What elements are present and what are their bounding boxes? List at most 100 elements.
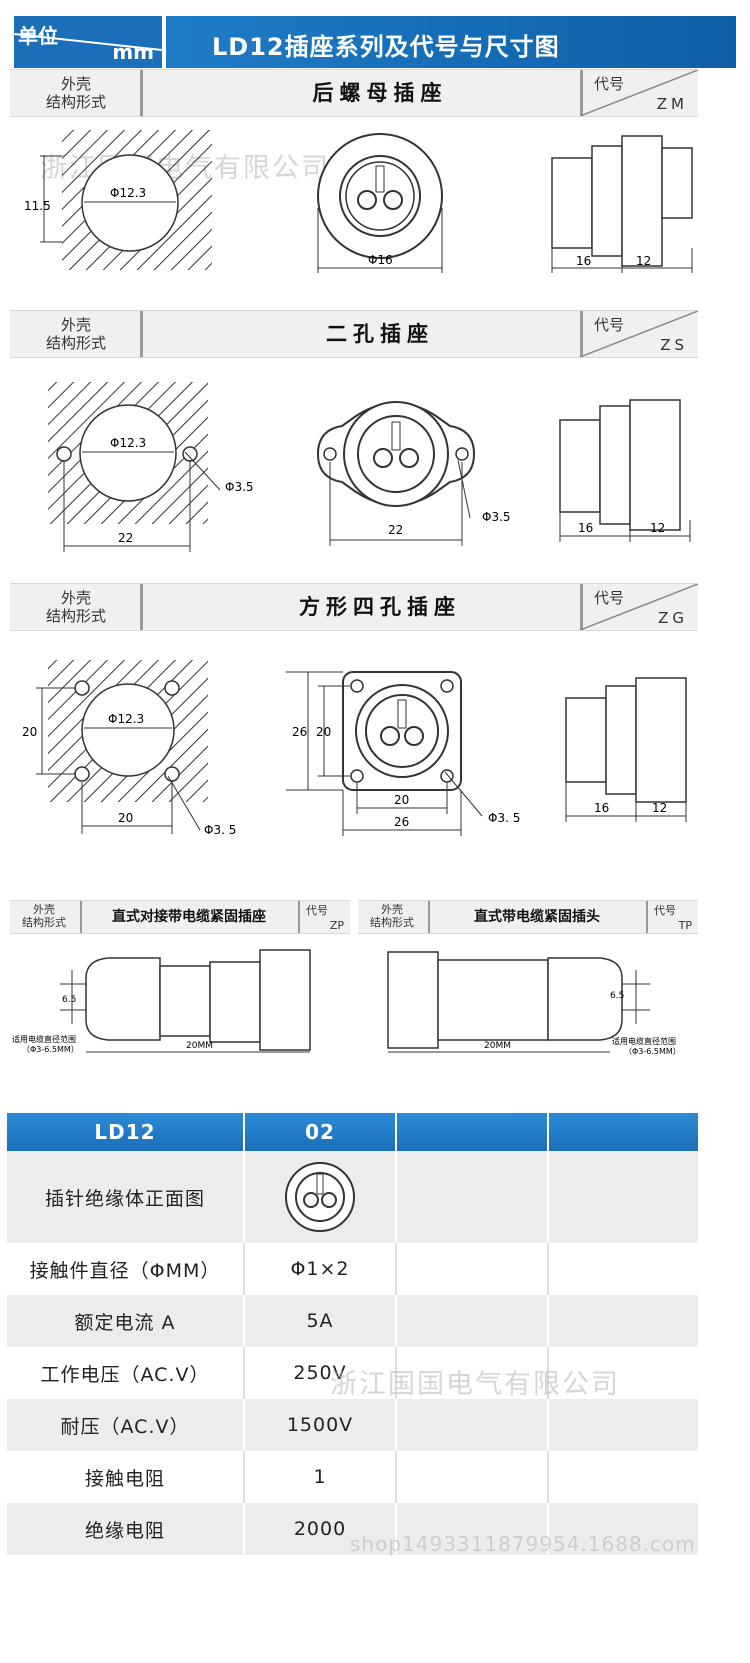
table-row: 接触电阻 1 [7,1451,698,1503]
row-label: 额定电流 A [74,1311,176,1334]
dim-zp-d: 6.5 [62,995,76,1005]
dim-tp-length: 20MM [484,1041,511,1051]
code-box: 代号 ZG [580,584,698,630]
table-row: 绝缘电阻 2000 [7,1503,698,1555]
dim-zs-side-a: 16 [578,521,593,535]
header-cell [549,1113,698,1151]
header-cell [397,1113,547,1151]
row-label: 接触件直径（ΦMM） [29,1259,221,1282]
dim-zg-face-20v: 20 [316,725,331,739]
shell-label: 外壳结构形式 [22,903,66,929]
dim-zp-range-2: （Φ3-6.5MM） [22,1045,79,1054]
dim-zm-cutout: Φ12.3 [110,186,146,200]
code-value: ZS [660,336,688,354]
code-box: 代号 ZS [580,311,698,357]
code-value: TP [678,919,692,932]
dim-tp-range-2: （Φ3-6.5MM） [624,1047,681,1056]
section-header-zp: 外壳结构形式 直式对接带电缆紧固插座 代号 ZP [10,900,350,934]
page-title: LD12插座系列及代号与尺寸图 [212,33,560,61]
code-value: ZG [658,609,688,627]
section-name: 直式带电缆紧固插头 [474,909,600,925]
section-name: 后螺母插座 [312,81,448,105]
row-label: 工作电压（AC.V） [40,1363,210,1386]
divider [580,311,583,357]
shell-label: 外壳结构形式 [45,589,106,625]
code-value: ZP [329,919,344,932]
dim-zg-face-20h: 20 [394,793,409,807]
section-header-zg: 外壳结构形式 方形四孔插座 代号 ZG [10,583,698,631]
dim-zg-cutout: Φ12.3 [108,712,144,726]
dim-zg-span-v: 20 [22,725,37,739]
watermark: 浙江国国电气有限公司 [330,1369,620,1400]
section-name: 方形四孔插座 [299,595,461,619]
dim-zm-side-a: 16 [576,254,591,268]
row-value: 250V [293,1362,347,1384]
insulator-front-icon [285,1162,355,1232]
code-label: 代号 [594,75,625,93]
code-label: 代号 [654,904,676,917]
divider [580,70,583,116]
row-value: Φ1×2 [290,1258,350,1280]
row-label: 接触电阻 [84,1467,165,1490]
shell-label: 外壳结构形式 [45,316,106,352]
dim-zp-range-1: 适用电缆直径范围 [12,1034,76,1044]
table-row: 工作电压（AC.V） 250V [7,1347,698,1399]
dim-zg-side-a: 16 [594,801,609,815]
section-header-tp: 外壳结构形式 直式带电缆紧固插头 代号 TP [358,900,698,934]
dim-zs-hole: Φ3.5 [225,480,254,494]
row-label: 插针绝缘体正面图 [44,1187,205,1210]
unit-value: mm [112,40,154,64]
row-value: 1 [313,1466,327,1488]
dim-zm-height: 11.5 [24,199,51,213]
section-header-zm: 外壳结构形式 后螺母插座 代号 ZM [10,69,698,117]
section-header-zs: 外壳结构形式 二孔插座 代号 ZS [10,310,698,358]
row-value: 2000 [293,1518,347,1540]
dim-zm-side-b: 12 [636,254,651,268]
dim-tp-range-1: 适用电缆直径范围 [612,1036,676,1046]
dim-zg-side-b: 12 [652,801,667,815]
table-row: 插针绝缘体正面图 [7,1151,698,1243]
table-header: LD12 02 [7,1113,698,1151]
dim-zg-span-h: 20 [118,811,133,825]
code-value: ZM [656,95,688,113]
row-label: 绝缘电阻 [84,1519,165,1542]
divider [298,901,300,933]
dim-zs-span: 22 [118,531,133,545]
drawing-zp-tp: 6.5 适用电缆直径范围 （Φ3-6.5MM） 20MM 6.5 适用电缆直径范… [12,949,681,1056]
dim-zg-face-26h: 26 [394,815,409,829]
shell-label: 外壳结构形式 [45,75,106,111]
code-box: 代号 ZM [580,70,698,116]
dim-tp-d: 6.5 [610,991,624,1001]
table-row: 耐压（AC.V） 1500V [7,1399,698,1451]
dim-zs-face: 22 [388,523,403,537]
contact-face-image [245,1151,395,1243]
dim-zg-hole: Φ3. 5 [204,823,236,837]
dim-zg-face-hole: Φ3. 5 [488,811,520,825]
dim-zp-length: 20MM [186,1041,213,1051]
table-row: 额定电流 A 5A [7,1295,698,1347]
code-label: 代号 [306,904,328,917]
row-label: 耐压（AC.V） [60,1415,190,1438]
dim-zs-side-b: 12 [650,521,665,535]
header-cell: LD12 [94,1120,156,1144]
divider [80,901,82,933]
watermark-url: shop1493311879954.1688.com [350,1532,696,1556]
shell-label: 外壳结构形式 [370,903,414,929]
drawing-zs: Φ12.3 22 Φ3.5 22 Φ3.5 16 12 [48,382,691,552]
divider [140,311,143,357]
table-row: 接触件直径（ΦMM） Φ1×2 [7,1243,698,1295]
divider [140,584,143,630]
dim-zs-face-hole: Φ3.5 [482,510,511,524]
dim-zs-cutout: Φ12.3 [110,436,146,450]
dim-zg-face-26v: 26 [292,725,307,739]
header-cell: 02 [305,1120,335,1144]
divider [428,901,430,933]
divider [580,584,583,630]
page-title-box: LD12插座系列及代号与尺寸图 [166,16,736,68]
section-name: 直式对接带电缆紧固插座 [112,909,266,925]
drawing-zg: Φ12.3 20 20 Φ3. 5 26 20 20 26 Φ3. 5 16 1… [22,660,687,837]
dim-zm-face: Φ16 [368,253,393,267]
row-value: 1500V [286,1414,354,1436]
code-label: 代号 [594,316,625,334]
unit-label: 单位 [18,24,58,48]
